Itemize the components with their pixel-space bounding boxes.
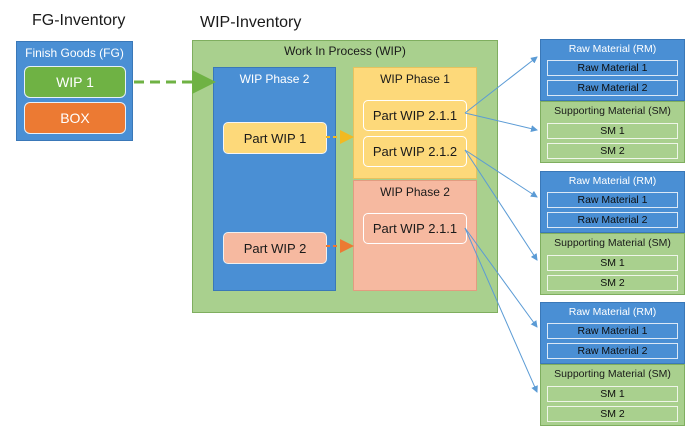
fg-inventory-title: FG-Inventory [32, 12, 126, 29]
supporting-material-item: SM 1 [547, 123, 678, 139]
rm-label: Raw Material (RM) [568, 306, 657, 318]
phase-label: WIP Phase 1 [380, 72, 450, 86]
connector-to-sm-3 [464, 227, 538, 393]
raw-material-item: Raw Material 1 [547, 323, 678, 339]
rm-label: Raw Material (RM) [568, 43, 657, 55]
part-wip-2-1-1: Part WIP 2.1.1 [363, 100, 467, 131]
fg-item-wip-1: WIP 1 [24, 66, 126, 98]
work-in-process-label: Work In Process (WIP) [284, 44, 406, 58]
connector-to-rm-3 [464, 227, 538, 328]
connector-to-rm-1 [464, 56, 538, 114]
sm-label: Supporting Material (SM) [554, 105, 671, 117]
part-wip-2-1-1-lower: Part WIP 2.1.1 [363, 213, 467, 244]
raw-material-group-1: Raw Material (RM) Raw Material 1 Raw Mat… [540, 39, 685, 101]
supporting-material-item: SM 2 [547, 275, 678, 291]
finish-goods-label: Finish Goods (FG) [25, 46, 124, 60]
supporting-material-group-1: Supporting Material (SM) SM 1 SM 2 [540, 101, 685, 163]
raw-material-group-3: Raw Material (RM) Raw Material 1 Raw Mat… [540, 302, 685, 364]
phase-label: WIP Phase 2 [380, 185, 450, 199]
raw-material-item: Raw Material 2 [547, 212, 678, 228]
supporting-material-item: SM 2 [547, 406, 678, 422]
wip-inventory-title: WIP-Inventory [200, 14, 302, 31]
sm-label: Supporting Material (SM) [554, 237, 671, 249]
part-wip-1: Part WIP 1 [223, 122, 327, 154]
supporting-material-item: SM 1 [547, 386, 678, 402]
sm-label: Supporting Material (SM) [554, 368, 671, 380]
part-wip-2-1-2: Part WIP 2.1.2 [363, 136, 467, 167]
wip-phase-2-left: WIP Phase 2 Part WIP 1 Part WIP 2 [213, 67, 336, 291]
raw-material-item: Raw Material 2 [547, 80, 678, 96]
raw-material-group-2: Raw Material (RM) Raw Material 1 Raw Mat… [540, 171, 685, 233]
raw-material-item: Raw Material 2 [547, 343, 678, 359]
work-in-process-panel: Work In Process (WIP) WIP Phase 2 Part W… [192, 40, 498, 313]
fg-item-box: BOX [24, 102, 126, 134]
raw-material-item: Raw Material 1 [547, 60, 678, 76]
supporting-material-item: SM 1 [547, 255, 678, 271]
connector-to-sm-1 [464, 112, 538, 133]
rm-label: Raw Material (RM) [568, 175, 657, 187]
connector-to-rm-2 [464, 149, 538, 198]
wip-phase-1: WIP Phase 1 Part WIP 2.1.1 Part WIP 2.1.… [353, 67, 477, 179]
finish-goods-panel: Finish Goods (FG) WIP 1 BOX [16, 41, 133, 141]
wip-phase-2-right: WIP Phase 2 Part WIP 2.1.1 [353, 180, 477, 291]
phase-label: WIP Phase 2 [239, 72, 310, 86]
supporting-material-group-3: Supporting Material (SM) SM 1 SM 2 [540, 364, 685, 426]
supporting-material-item: SM 2 [547, 143, 678, 159]
part-wip-2: Part WIP 2 [223, 232, 327, 264]
raw-material-item: Raw Material 1 [547, 192, 678, 208]
connector-to-sm-2 [464, 149, 538, 261]
supporting-material-group-2: Supporting Material (SM) SM 1 SM 2 [540, 233, 685, 295]
